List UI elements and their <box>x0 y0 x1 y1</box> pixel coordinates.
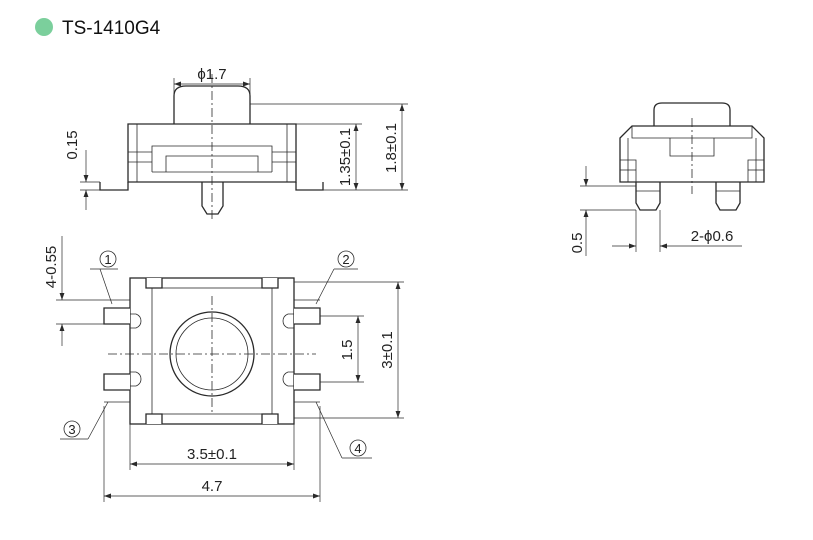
terminal-pad-1 <box>103 307 130 325</box>
svg-text:1: 1 <box>104 252 111 267</box>
terminal-tab-right <box>295 182 324 191</box>
front-view: ϕ1.7 0.15 1.35±0.1 1.8±0.1 <box>64 66 408 222</box>
svg-text:2: 2 <box>342 252 349 267</box>
dim-total-width: 4.7 <box>202 478 223 495</box>
locating-peg <box>201 182 224 215</box>
terminal-pad-3 <box>103 373 130 391</box>
pin-callout-3: 3 <box>60 401 109 440</box>
button-outline <box>169 311 255 397</box>
terminal-pad-4 <box>294 373 321 391</box>
side-button <box>653 102 731 126</box>
dim-body-height: 1.35±0.1 <box>337 128 354 186</box>
terminal-pad-2 <box>294 307 321 325</box>
dim-button-diameter: ϕ1.7 <box>197 66 226 83</box>
terminal-tab-left <box>99 182 129 191</box>
svg-text:4: 4 <box>354 441 361 456</box>
side-view: 0.5 2-ϕ0.6 <box>569 102 765 256</box>
dim-flange-thickness: 0.15 <box>64 130 81 159</box>
dim-body-width: 3.5±0.1 <box>187 446 237 463</box>
dim-post-diameter: 2-ϕ0.6 <box>691 228 734 245</box>
dim-post-height: 0.5 <box>569 233 586 254</box>
dim-pad-width: 4-0.55 <box>43 246 60 289</box>
pin-callout-2: 2 <box>315 250 358 305</box>
green-dot-icon <box>35 18 53 36</box>
dim-body-depth: 3±0.1 <box>379 331 396 368</box>
header: TS-1410G4 <box>35 18 161 39</box>
mounting-post-right <box>715 182 741 211</box>
dim-pin-pitch: 1.5 <box>339 340 356 361</box>
page-title: TS-1410G4 <box>62 18 161 39</box>
dim-total-height: 1.8±0.1 <box>383 123 400 173</box>
svg-text:3: 3 <box>68 422 75 437</box>
pin-callout-4: 4 <box>315 401 372 459</box>
mounting-post-left <box>635 182 661 211</box>
top-view: 4-0.55 1.5 3±0.1 3.5±0.1 4.7 1 <box>43 236 404 502</box>
pin-callout-1: 1 <box>90 250 118 305</box>
top-housing <box>129 277 295 425</box>
